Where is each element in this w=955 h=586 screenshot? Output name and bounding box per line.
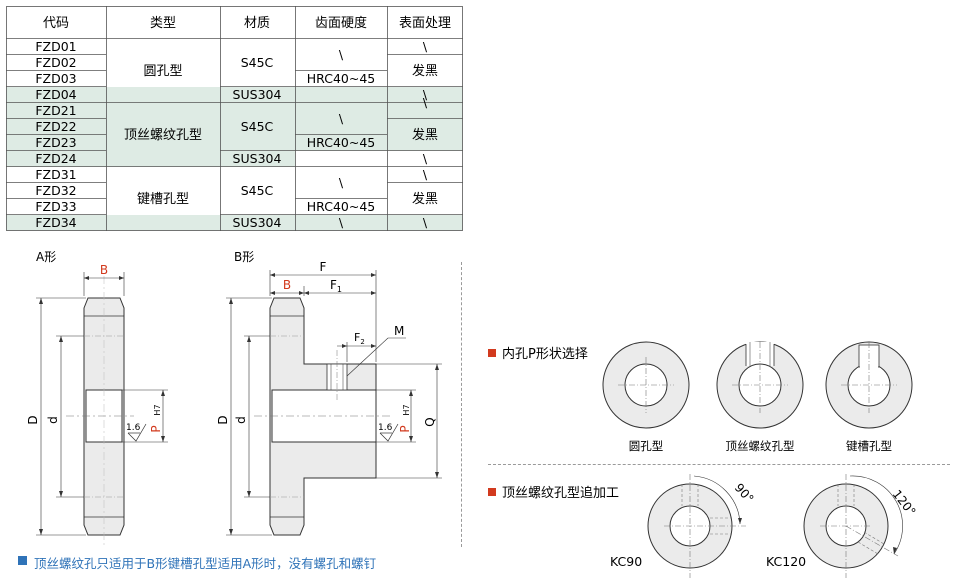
code-cell: FZD32 xyxy=(35,183,76,198)
hardness-hrc: HRC40~45 xyxy=(307,135,375,150)
material-s45c: S45C xyxy=(241,119,274,134)
bore-setscrew-figure xyxy=(716,341,804,429)
material-sus304: SUS304 xyxy=(233,215,282,230)
bore-keyway-label: 键槽孔型 xyxy=(846,439,892,453)
shade-fzd24-mat xyxy=(220,151,295,167)
dim-h7-label: H7 xyxy=(402,404,411,415)
surface-black: 发黑 xyxy=(412,63,438,79)
hardness-none: \ xyxy=(339,111,344,126)
surface-none: \ xyxy=(423,39,428,54)
bore-keyway-figure xyxy=(825,341,913,429)
drawing-type-b: B形 F B F1 F2 M D d P H7 Q 1.6 xyxy=(216,250,442,536)
dim-f1-label: F1 xyxy=(330,278,342,294)
code-cell: FZD03 xyxy=(35,71,76,86)
surface-none: \ xyxy=(423,151,428,166)
code-cell: FZD33 xyxy=(35,199,76,214)
surface-black: 发黑 xyxy=(412,127,438,143)
hardness-none: \ xyxy=(339,175,344,190)
surface-none-sus: \ xyxy=(423,215,428,230)
section-bullet-red xyxy=(488,349,496,357)
bore-setscrew-label: 顶丝螺纹孔型 xyxy=(726,439,795,453)
hardness-none-sus: \ xyxy=(339,215,344,230)
section-bullet-red xyxy=(488,488,496,496)
header-surface: 表面处理 xyxy=(399,16,451,31)
tap-section-title: 顶丝螺纹孔型追加工 xyxy=(502,485,619,501)
roughness-symbol xyxy=(379,423,399,442)
footnote-text: 顶丝螺纹孔只适用于B形键槽孔型适用A形时，没有螺孔和螺钉 xyxy=(34,556,377,571)
code-cell: FZD24 xyxy=(35,151,76,166)
shade-fzd24 xyxy=(6,151,106,167)
roughness-label: 1.6 xyxy=(378,423,393,433)
drawing-a-title: A形 xyxy=(36,250,56,264)
kc90-code-label: KC90 xyxy=(610,554,642,569)
dim-p-label: P xyxy=(149,425,163,432)
roughness-label: 1.6 xyxy=(126,423,141,433)
surface-none: \ xyxy=(423,167,428,182)
header-hardness: 齿面硬度 xyxy=(315,15,367,31)
code-cell: FZD02 xyxy=(35,55,76,70)
code-cell: FZD23 xyxy=(35,135,76,150)
shade-group2-surf xyxy=(387,87,463,151)
hardness-hrc: HRC40~45 xyxy=(307,199,375,214)
code-cell: FZD31 xyxy=(35,167,76,182)
dim-b-label: B xyxy=(283,278,291,292)
code-cell: FZD21 xyxy=(35,103,76,118)
dim-f2-label: F2 xyxy=(354,331,365,346)
shade-fzd34 xyxy=(6,215,463,231)
surface-none: \ xyxy=(423,87,428,102)
hardness-none: \ xyxy=(339,47,344,62)
material-sus304: SUS304 xyxy=(233,151,282,166)
surface-black: 发黑 xyxy=(412,191,438,207)
material-s45c: S45C xyxy=(241,183,274,198)
header-material: 材质 xyxy=(244,16,270,31)
shade-group2-type xyxy=(106,103,220,167)
type-setscrew: 顶丝螺纹孔型 xyxy=(124,128,202,143)
header-type: 类型 xyxy=(150,16,176,31)
bore-round-figure xyxy=(602,341,690,429)
drawing-type-a: A形 B D d P H7 1.6 xyxy=(26,250,168,545)
code-cell: FZD04 xyxy=(35,87,76,102)
dim-f-label: F xyxy=(320,260,327,274)
dim-m-label: M xyxy=(394,324,404,338)
kc120-code-label: KC120 xyxy=(766,554,806,569)
material-s45c: S45C xyxy=(241,55,274,70)
vertical-separator xyxy=(461,262,462,547)
spec-table: 代码 类型 材质 齿面硬度 表面处理 FZD01 FZD02 FZD03 FZD… xyxy=(6,6,463,231)
type-round: 圆孔型 xyxy=(143,64,182,79)
code-cell: FZD34 xyxy=(35,215,76,230)
dim-big-d-label: D xyxy=(26,415,40,424)
surface-none: \ xyxy=(423,95,428,110)
dim-p-label: P xyxy=(398,425,412,432)
code-cell: FZD22 xyxy=(35,119,76,134)
shade-fzd04 xyxy=(6,87,463,103)
kc120-angle-label: 120° xyxy=(890,487,919,518)
kc90-angle-label: 90° xyxy=(732,481,757,506)
type-keyway: 键槽孔型 xyxy=(137,192,189,207)
shade-group2-hard xyxy=(295,103,387,151)
code-cell: FZD01 xyxy=(35,39,76,54)
material-sus304: SUS304 xyxy=(233,87,282,102)
hardness-hrc: HRC40~45 xyxy=(307,71,375,86)
dim-small-d-label: d xyxy=(46,416,60,424)
setscrew-machining-section: 顶丝螺纹孔型追加工 90° KC90 120° KC120 xyxy=(488,474,919,578)
bore-round-label: 圆孔型 xyxy=(629,439,664,453)
horizontal-separator xyxy=(488,464,950,465)
kc120-figure xyxy=(803,474,903,578)
bore-shape-section: 内孔P形状选择 圆孔型 顶丝螺纹孔型 键槽孔型 xyxy=(488,341,913,453)
header-code: 代码 xyxy=(43,16,69,31)
dim-b-label: B xyxy=(100,263,108,277)
drawing-b-title: B形 xyxy=(234,250,254,264)
dim-small-d-label: d xyxy=(234,416,248,424)
dim-big-d-label: D xyxy=(216,415,230,424)
shade-group2-mat xyxy=(220,103,295,151)
dim-h7-label: H7 xyxy=(153,404,162,415)
footnote-bullet xyxy=(18,556,27,565)
bore-section-title: 内孔P形状选择 xyxy=(502,346,588,362)
roughness-symbol xyxy=(127,423,147,442)
kc90-figure xyxy=(647,474,746,578)
dim-q-label: Q xyxy=(423,417,437,426)
